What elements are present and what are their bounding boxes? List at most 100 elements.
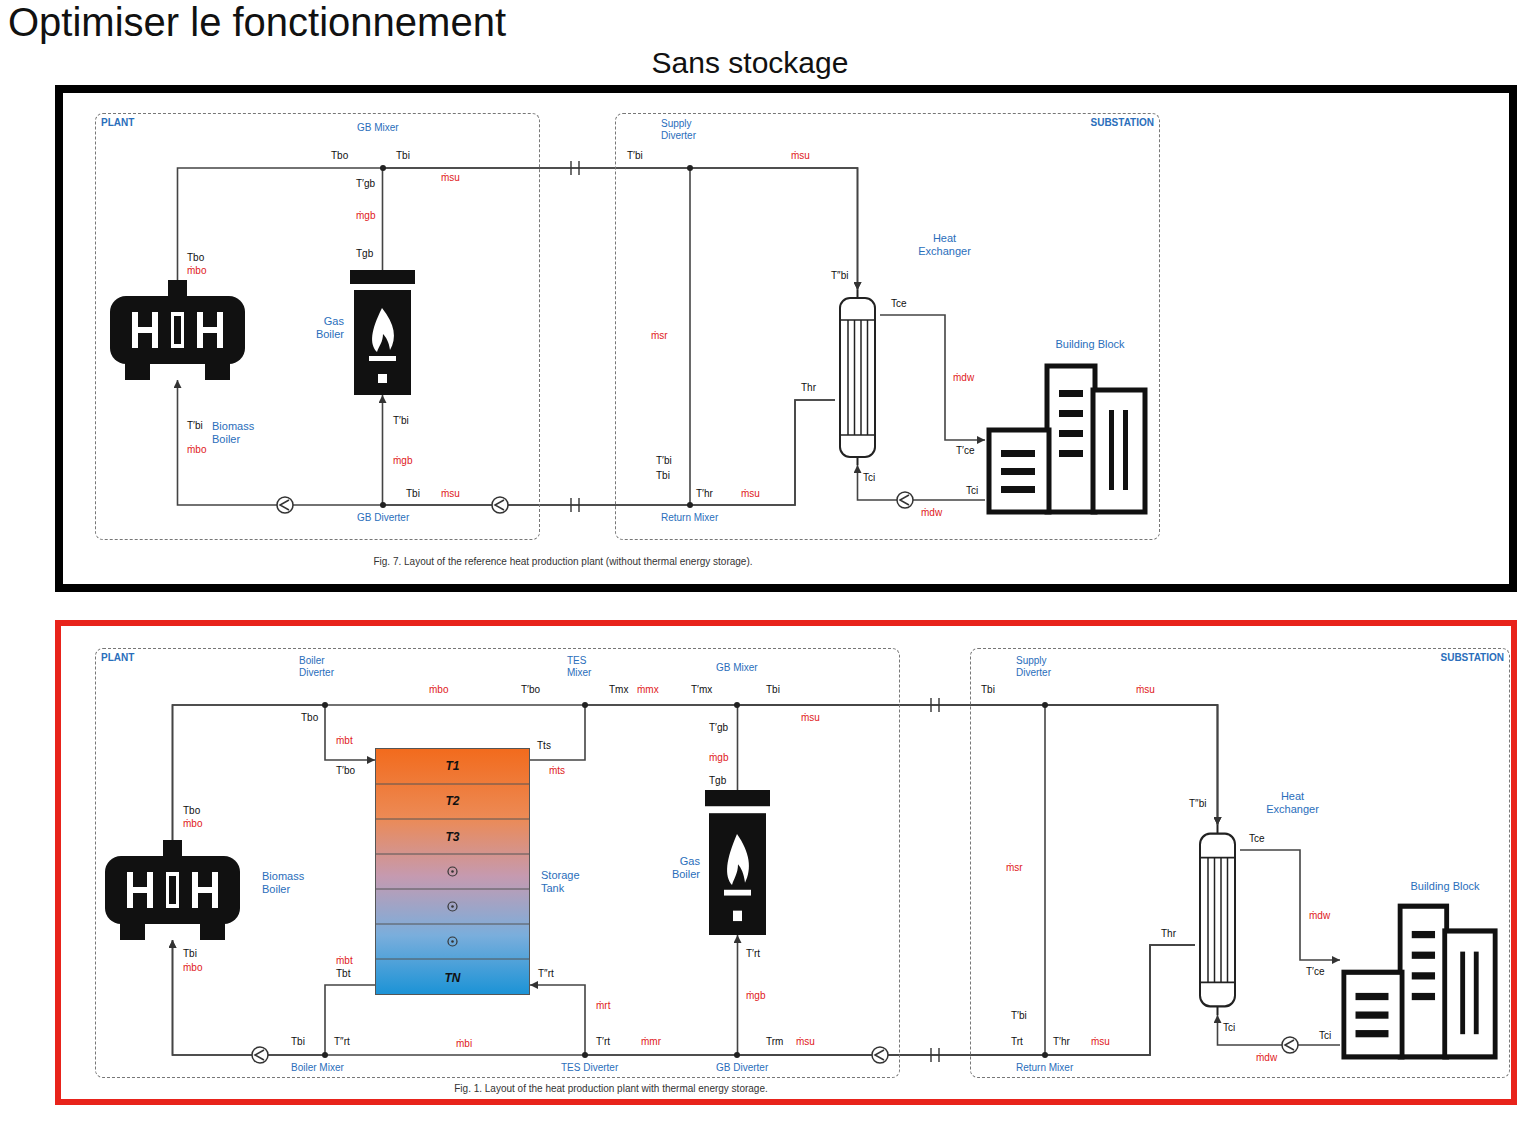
temperature-label: Tbt <box>335 968 351 980</box>
storage-tank-text: TN <box>376 971 529 985</box>
temperature-label: T′mx <box>690 684 713 696</box>
junction-name: TES Mixer <box>566 655 608 679</box>
dashed-region-text: SUBSTATION <box>1090 117 1154 129</box>
temperature-label: Tbo <box>186 252 205 264</box>
pipe-break <box>571 161 939 1062</box>
pipe-connector <box>530 945 1195 1055</box>
temperature-label: T′bo <box>335 765 356 777</box>
biomass-boiler-icon <box>105 840 240 940</box>
pipe-connector <box>173 940 1196 1055</box>
flow-rate-label: ṁgb <box>708 752 729 764</box>
temperature-label: Tbi <box>395 150 411 162</box>
temperature-label: T″bi <box>1188 798 1207 810</box>
flow-rate-label: ṁgb <box>745 990 766 1002</box>
gas-boiler-text: Gas Boiler <box>660 855 700 881</box>
storage-tank-text: T3 <box>376 830 529 844</box>
temperature-label: T″rt <box>333 1036 351 1048</box>
temperature-label: T′gb <box>708 722 729 734</box>
temperature-label: Tbi <box>182 948 198 960</box>
building-block-text: Building Block <box>1025 338 1155 351</box>
junction-name: Supply Diverter <box>660 118 712 142</box>
building-icon <box>1340 900 1500 1060</box>
flow-rate-label: ṁbt <box>335 955 354 967</box>
junction-dot <box>322 165 1048 1058</box>
temperature-label: Tbi <box>405 488 421 500</box>
gas-boiler-icon <box>350 270 415 395</box>
biomass-boiler: Biomass Boiler <box>110 280 245 380</box>
temperature-label: Tbi <box>980 684 996 696</box>
temperature-label: Tbi <box>765 684 781 696</box>
flow-rate-label: ṁdw <box>920 507 943 519</box>
junction-name: GB Mixer <box>715 662 759 674</box>
pipe-connector <box>530 705 1218 825</box>
flow-rate-label: ṁsu <box>795 1036 816 1048</box>
temperature-label: T′bi <box>626 150 644 162</box>
junction-name: Supply Diverter <box>1015 655 1067 679</box>
flow-rate-label: ṁmx <box>636 684 660 696</box>
junction-name: Boiler Mixer <box>290 1062 345 1074</box>
flow-rate-label: ṁts <box>548 765 566 777</box>
temperature-label: Tce <box>890 298 908 310</box>
flow-rate-label: ṁgb <box>392 455 413 467</box>
temperature-label: T″bi <box>830 270 849 282</box>
flow-rate-label: ṁbi <box>455 1038 473 1050</box>
heat-exchanger-text: Heat Exchanger <box>1255 790 1330 816</box>
temperature-label: Tbi <box>655 470 671 482</box>
temperature-label: Tgb <box>355 248 374 260</box>
pipe-connector <box>1218 1015 1341 1045</box>
building-block: Building Block <box>1340 900 1500 1060</box>
flow-rate-label: ṁmr <box>640 1036 662 1048</box>
pipe-connector <box>383 168 858 290</box>
figure-panel: Sans stockageFig. 7. Layout of the refer… <box>55 85 1517 592</box>
temperature-label: T′ce <box>1305 966 1326 978</box>
pipe-connector <box>173 705 1218 840</box>
building-icon <box>985 360 1150 515</box>
temperature-label: Tbo <box>300 712 319 724</box>
pipe-connector <box>178 380 836 505</box>
junction-name: Return Mixer <box>660 512 719 524</box>
flow-rate-label: ṁsr <box>650 330 669 342</box>
heat-exchanger-icon <box>835 290 880 465</box>
biomass-boiler-text: Biomass Boiler <box>262 870 318 896</box>
dashed-region: PLANTBiomass BoilerT1T2T3TNStorage TankG… <box>95 648 900 1078</box>
pipe-connector <box>173 940 376 1055</box>
flow-rate-label: ṁbo <box>186 444 207 456</box>
flow-rate-label: ṁbo <box>428 684 449 696</box>
figure-panel: Fig. 1. Layout of the heat production pl… <box>55 620 1517 1105</box>
flow-rate-label: ṁsu <box>1090 1036 1111 1048</box>
junction-name: TES Diverter <box>560 1062 619 1074</box>
page-title: Optimiser le fonctionnement <box>8 0 506 44</box>
flow-rate-label: ṁsu <box>1135 684 1156 696</box>
pipe-connector <box>383 395 836 505</box>
temperature-label: T′bi <box>392 415 410 427</box>
temperature-label: Tmx <box>608 684 629 696</box>
biomass-boiler-icon <box>110 280 245 380</box>
temperature-label: T′hr <box>1052 1036 1071 1048</box>
figure-panel-text: Sans stockage <box>600 45 900 81</box>
dashed-region-text: PLANT <box>101 117 134 129</box>
temperature-label: Tgb <box>708 775 727 787</box>
temperature-label: T′bi <box>186 420 204 432</box>
storage-tank: T1T2T3TNStorage Tank <box>375 748 530 995</box>
flow-rate-label: ṁdw <box>952 372 975 384</box>
temperature-label: T′bi <box>655 455 673 467</box>
flow-rate-label: ṁsu <box>800 712 821 724</box>
temperature-label: Tbo <box>330 150 349 162</box>
junction-name: GB Mixer <box>356 122 400 134</box>
dashed-region: PLANTBiomass BoilerGas Boiler <box>95 113 540 540</box>
gas-boiler: Gas Boiler <box>705 790 770 935</box>
temperature-label: T′gb <box>355 178 376 190</box>
pump-symbol <box>252 492 1298 1063</box>
junction-name: Return Mixer <box>1015 1062 1074 1074</box>
flow-rate-label: ṁsu <box>790 150 811 162</box>
storage-tank-text: Storage Tank <box>541 869 596 895</box>
junction-name: GB Diverter <box>356 512 410 524</box>
flow-rate-label: ṁbo <box>182 818 203 830</box>
temperature-label: Trt <box>1010 1036 1024 1048</box>
temperature-label: Tce <box>1248 833 1266 845</box>
flow-rate-label: ṁrt <box>595 1000 611 1012</box>
building-block: Building Block <box>985 360 1150 515</box>
flow-rate-label: ṁdw <box>1255 1052 1278 1064</box>
biomass-boiler: Biomass Boiler <box>105 840 240 940</box>
temperature-label: T′bi <box>1010 1010 1028 1022</box>
